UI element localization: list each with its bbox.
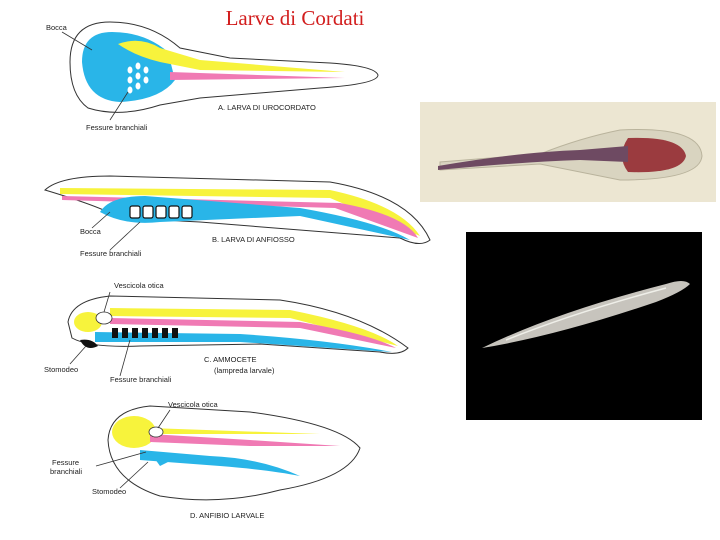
page-title: Larve di Cordati — [225, 6, 365, 30]
panel-c-caption2: (lampreda larvale) — [214, 366, 275, 375]
panel-b-amphioxus: Bocca Fessure branchiali B. LARVA DI ANF… — [44, 175, 431, 258]
photo-amphioxus-larva — [466, 232, 702, 420]
panel-d-otic-label: Vescicola otica — [168, 400, 218, 409]
panel-a-urochordate: Bocca Fessure branchiali A. LARVA DI URO… — [46, 21, 379, 132]
panel-b-mouth-label: Bocca — [80, 227, 102, 236]
panel-c-ammocoete: Vescicola otica Stomodeo Fessure branchi… — [44, 281, 409, 384]
panel-a-mouth-label: Bocca — [46, 23, 68, 32]
panel-d-amphibian: Vescicola otica Fessure branchiali Stomo… — [50, 400, 361, 520]
panel-d-gills-label-1: Fessure — [52, 458, 79, 467]
panel-d-stomodeum-label: Stomodeo — [92, 487, 126, 496]
panel-b-gills-label: Fessure branchiali — [80, 249, 142, 258]
panel-a-gills-label: Fessure branchiali — [86, 123, 148, 132]
panel-a-caption: A. LARVA DI UROCORDATO — [218, 103, 316, 112]
panel-c-otic-label: Vescicola otica — [114, 281, 164, 290]
panel-d-gills-label-2: branchiali — [50, 467, 82, 476]
panel-b-caption: B. LARVA DI ANFIOSSO — [212, 235, 295, 244]
panel-c-stomodeum-label: Stomodeo — [44, 365, 78, 374]
panel-c-gills-label: Fessure branchiali — [110, 375, 172, 384]
panel-c-caption: C. AMMOCETE — [204, 355, 257, 364]
photo-urochordate-larva — [420, 102, 716, 202]
panel-d-caption: D. ANFIBIO LARVALE — [190, 511, 264, 520]
